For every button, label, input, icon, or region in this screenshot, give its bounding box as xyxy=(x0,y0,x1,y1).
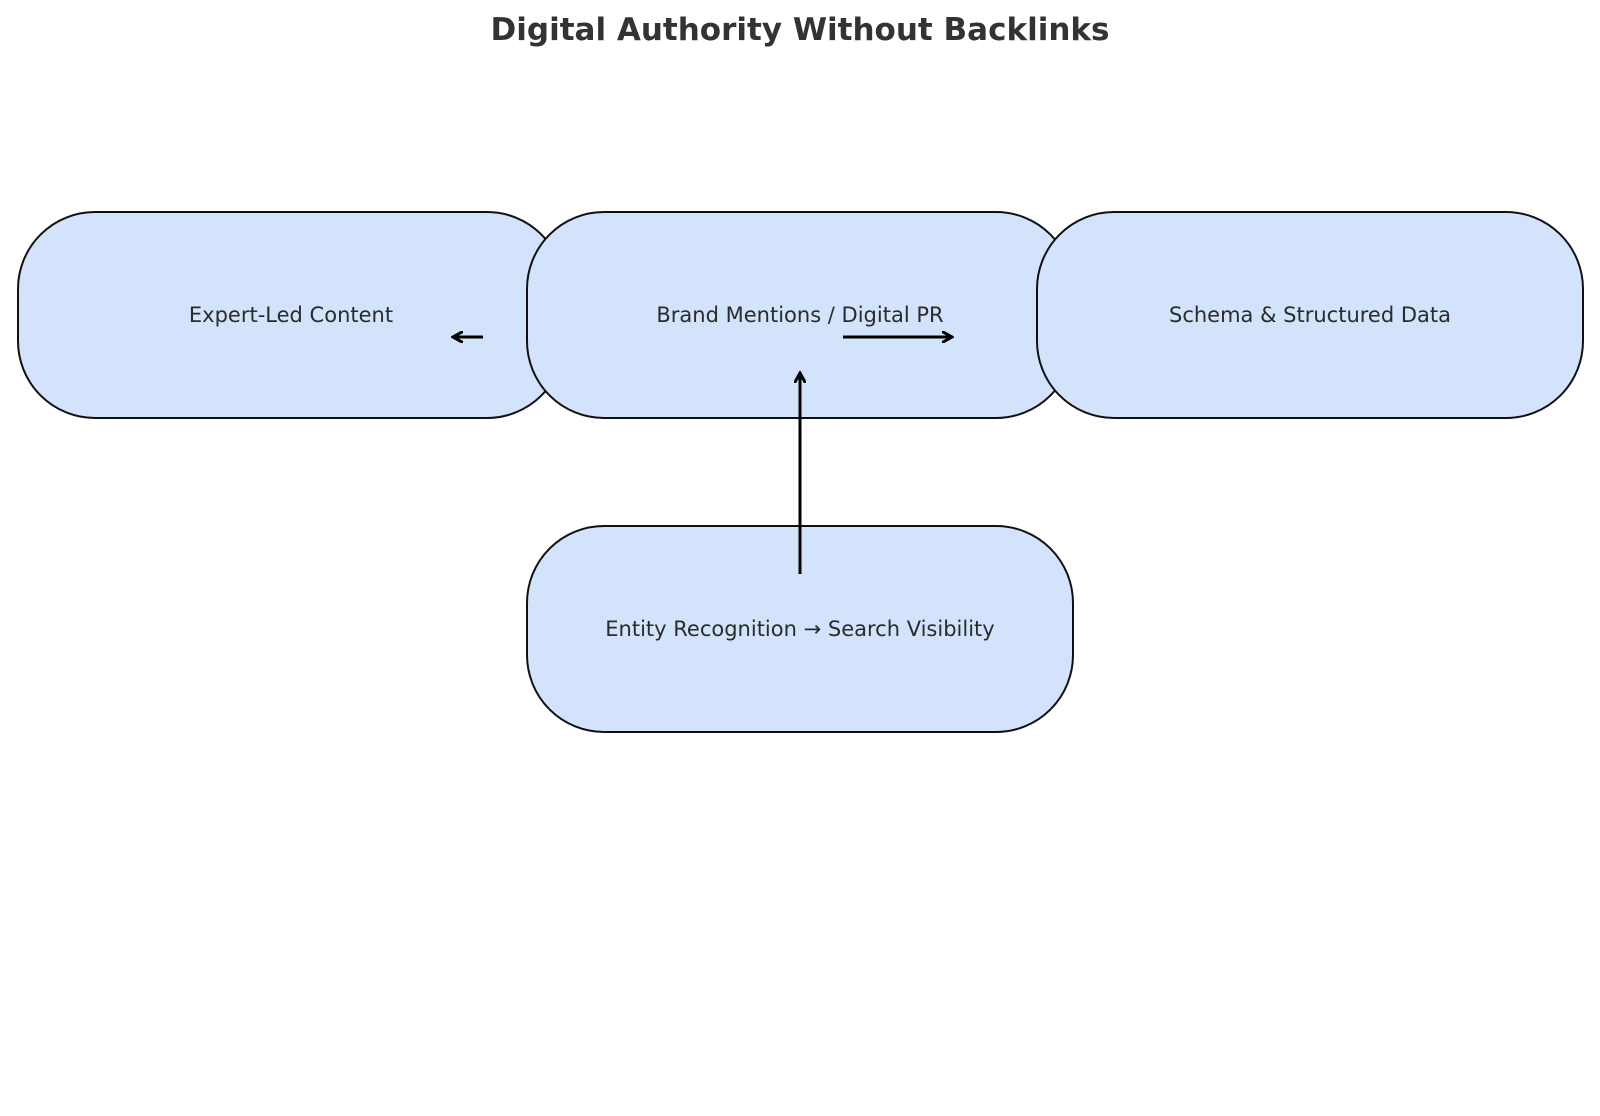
diagram-title: Digital Authority Without Backlinks xyxy=(490,12,1110,48)
node-entity-recognition: Entity Recognition → Search Visibility xyxy=(526,525,1074,733)
node-brand-mentions: Brand Mentions / Digital PR xyxy=(526,211,1074,419)
node-label: Schema & Structured Data xyxy=(1169,303,1451,327)
node-schema-structured-data: Schema & Structured Data xyxy=(1036,211,1584,419)
node-expert-led-content: Expert-Led Content xyxy=(17,211,565,419)
node-label: Brand Mentions / Digital PR xyxy=(656,303,944,327)
node-label: Expert-Led Content xyxy=(188,303,394,327)
node-label: Entity Recognition → Search Visibility xyxy=(605,617,995,641)
